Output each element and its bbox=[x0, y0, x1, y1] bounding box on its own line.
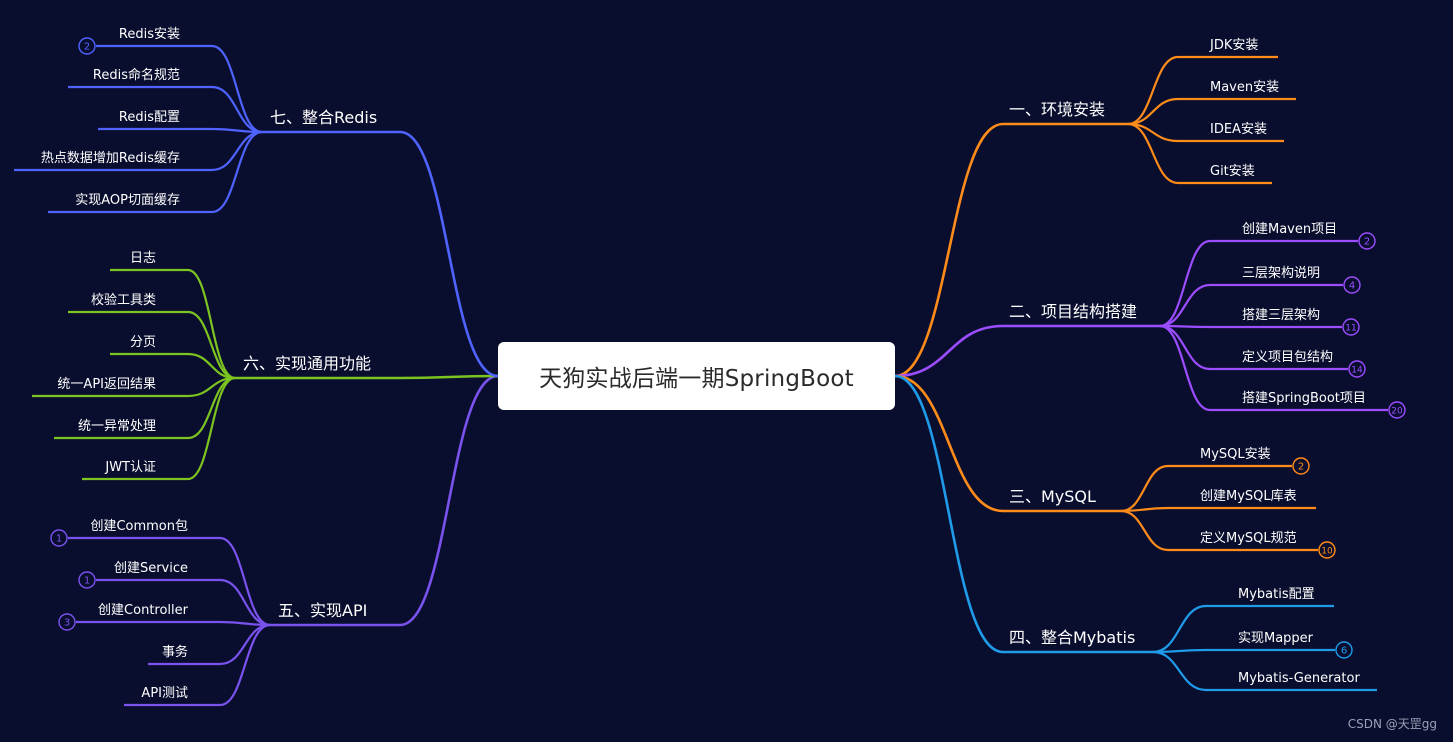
child-label: 三层架构说明 bbox=[1242, 266, 1320, 281]
count-badge-number: 2 bbox=[84, 42, 90, 53]
child-label: 实现Mapper bbox=[1238, 631, 1314, 646]
count-badge-ring bbox=[1388, 401, 1406, 419]
child-label: 搭建SpringBoot项目 bbox=[1242, 390, 1366, 406]
child-label: 创建Service bbox=[114, 561, 188, 576]
child-label: API测试 bbox=[141, 686, 188, 701]
child-connector bbox=[211, 85, 263, 134]
branch-connector bbox=[894, 374, 1004, 654]
child-label: 统一异常处理 bbox=[78, 419, 156, 434]
child-connector bbox=[219, 578, 271, 627]
child-connector bbox=[219, 623, 271, 707]
child-connector bbox=[1159, 239, 1211, 328]
child-label: MySQL安装 bbox=[1200, 447, 1271, 462]
branch-label: 七、整合Redis bbox=[270, 108, 377, 127]
count-badge-number: 1 bbox=[84, 576, 90, 587]
count-badge-ring bbox=[1335, 641, 1353, 659]
child-label: 定义MySQL规范 bbox=[1200, 531, 1297, 546]
child-label: Redis命名规范 bbox=[93, 67, 180, 83]
child-connector bbox=[219, 536, 271, 627]
child-label: 定义项目包结构 bbox=[1242, 350, 1333, 365]
count-badge-ring bbox=[1343, 276, 1361, 294]
child-connector bbox=[1159, 324, 1211, 371]
child-label: 实现AOP切面缓存 bbox=[75, 193, 180, 208]
child-label: 热点数据增加Redis缓存 bbox=[41, 151, 180, 166]
count-badge-number: 3 bbox=[64, 618, 70, 629]
root-label: 天狗实战后端一期SpringBoot bbox=[539, 366, 854, 392]
child-connector bbox=[187, 376, 236, 481]
count-badge-number: 10 bbox=[1321, 547, 1333, 557]
child-connector bbox=[1152, 604, 1207, 654]
child-label: JDK安装 bbox=[1209, 38, 1258, 53]
child-connector bbox=[219, 623, 271, 666]
count-badge-ring bbox=[1292, 457, 1310, 475]
child-label: IDEA安装 bbox=[1210, 122, 1267, 137]
child-connector bbox=[1152, 650, 1207, 692]
child-label: 创建Maven项目 bbox=[1242, 222, 1337, 237]
branch-label: 二、项目结构搭建 bbox=[1009, 302, 1137, 321]
child-label: 事务 bbox=[162, 644, 188, 660]
branch-connector bbox=[399, 130, 499, 378]
branch-label: 三、MySQL bbox=[1009, 487, 1096, 506]
watermark: CSDN @天罡gg bbox=[1347, 717, 1437, 731]
count-badge-ring bbox=[1318, 541, 1336, 559]
child-label: 校验工具类 bbox=[91, 292, 156, 308]
child-label: 创建Common包 bbox=[90, 519, 188, 534]
child-connector bbox=[1159, 283, 1211, 328]
child-connector bbox=[1127, 122, 1179, 185]
child-label: 日志 bbox=[130, 251, 156, 266]
child-connector bbox=[211, 130, 263, 172]
child-label: 统一API返回结果 bbox=[57, 377, 156, 392]
count-badge-ring bbox=[78, 37, 96, 55]
child-connector bbox=[1120, 509, 1169, 552]
branch-connector bbox=[399, 374, 499, 380]
child-label: Maven安装 bbox=[1210, 80, 1279, 95]
child-label: 分页 bbox=[130, 335, 156, 350]
count-badge-ring bbox=[1358, 232, 1376, 250]
count-badge-ring bbox=[58, 613, 76, 631]
count-badge-number: 1 bbox=[56, 534, 62, 545]
child-connector bbox=[211, 44, 263, 134]
root-node[interactable]: 天狗实战后端一期SpringBoot bbox=[498, 342, 895, 410]
child-connector bbox=[187, 352, 236, 380]
branch-connector bbox=[894, 122, 1004, 378]
child-connector bbox=[1159, 324, 1211, 412]
count-badge-number: 2 bbox=[1298, 462, 1304, 473]
count-badge-number: 6 bbox=[1341, 646, 1347, 657]
count-badge-ring bbox=[50, 529, 68, 547]
child-connector bbox=[1127, 55, 1179, 126]
branch-label: 六、实现通用功能 bbox=[243, 354, 371, 373]
child-label: JWT认证 bbox=[104, 460, 156, 475]
branch-label: 一、环境安装 bbox=[1009, 100, 1105, 119]
child-label: Mybatis配置 bbox=[1238, 587, 1315, 602]
branch-connector bbox=[894, 374, 1004, 513]
child-connector bbox=[1120, 464, 1169, 513]
count-badge-number: 20 bbox=[1391, 407, 1403, 417]
child-label: Git安装 bbox=[1210, 164, 1255, 179]
count-badge-number: 2 bbox=[1364, 237, 1370, 248]
child-label: Mybatis-Generator bbox=[1238, 671, 1360, 686]
child-label: 搭建三层架构 bbox=[1242, 307, 1320, 323]
child-label: 创建Controller bbox=[98, 603, 189, 618]
child-label: Redis配置 bbox=[119, 110, 180, 125]
child-label: Redis安装 bbox=[119, 27, 180, 42]
child-label: 创建MySQL库表 bbox=[1200, 488, 1297, 504]
branch-connector bbox=[894, 324, 1004, 378]
count-badge-ring bbox=[1342, 318, 1360, 336]
child-connector bbox=[187, 268, 236, 380]
count-badge-number: 4 bbox=[1349, 281, 1355, 292]
child-connector bbox=[1127, 97, 1179, 126]
count-badge-number: 14 bbox=[1351, 366, 1363, 376]
branch-connector bbox=[399, 374, 499, 627]
count-badge-ring bbox=[78, 571, 96, 589]
count-badge-number: 11 bbox=[1345, 324, 1356, 334]
branch-label: 五、实现API bbox=[278, 601, 367, 620]
child-connector bbox=[211, 130, 263, 214]
count-badge-ring bbox=[1348, 360, 1366, 378]
branch-label: 四、整合Mybatis bbox=[1009, 628, 1135, 647]
child-connector bbox=[187, 310, 236, 380]
